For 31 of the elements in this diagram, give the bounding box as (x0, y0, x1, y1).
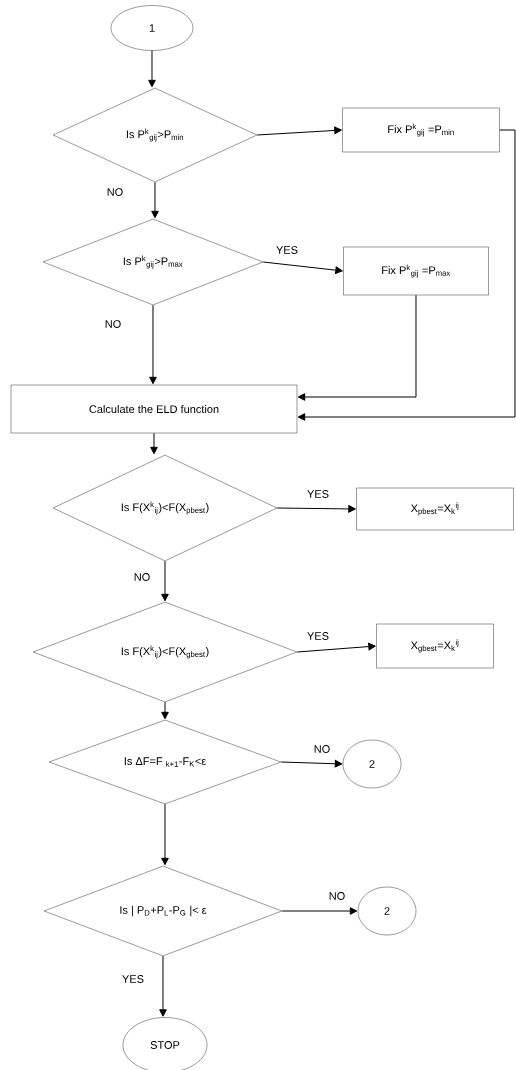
arrow (150, 432, 158, 455)
arrow (297, 294, 417, 401)
edge-label: YES (306, 631, 330, 641)
edge-label: NO (132, 572, 152, 582)
arrow (161, 803, 169, 866)
connector-oval: 1 (110, 5, 194, 51)
connector-oval: 2 (357, 886, 417, 936)
arrow (149, 304, 157, 385)
arrow (256, 126, 342, 136)
arrow (276, 505, 356, 513)
arrow (159, 955, 167, 1017)
process-box: Fix P$^{k}$$_{gij}$ =P$_{min}$ (342, 107, 500, 153)
edge-label: NO (312, 744, 332, 754)
arrow (296, 642, 376, 653)
edge-label: YES (306, 489, 330, 499)
edge-label: NO (105, 187, 125, 197)
arrow (280, 759, 343, 768)
connector-oval: 2 (342, 739, 402, 789)
edge-label: NO (327, 891, 347, 901)
arrow (161, 560, 169, 602)
arrow (151, 181, 159, 219)
arrow (161, 701, 169, 720)
edge-label: NO (103, 319, 123, 329)
edge-label: YES (275, 245, 299, 255)
arrow (281, 907, 358, 915)
arrow (262, 261, 343, 274)
arrow (148, 50, 156, 88)
process-box: Fix P$^{k}$$_{gij}$ =P$_{max}$ (343, 246, 489, 296)
edge-label: YES (121, 974, 145, 984)
arrow (297, 129, 516, 421)
process-box: Calculate the ELD function (10, 384, 298, 434)
